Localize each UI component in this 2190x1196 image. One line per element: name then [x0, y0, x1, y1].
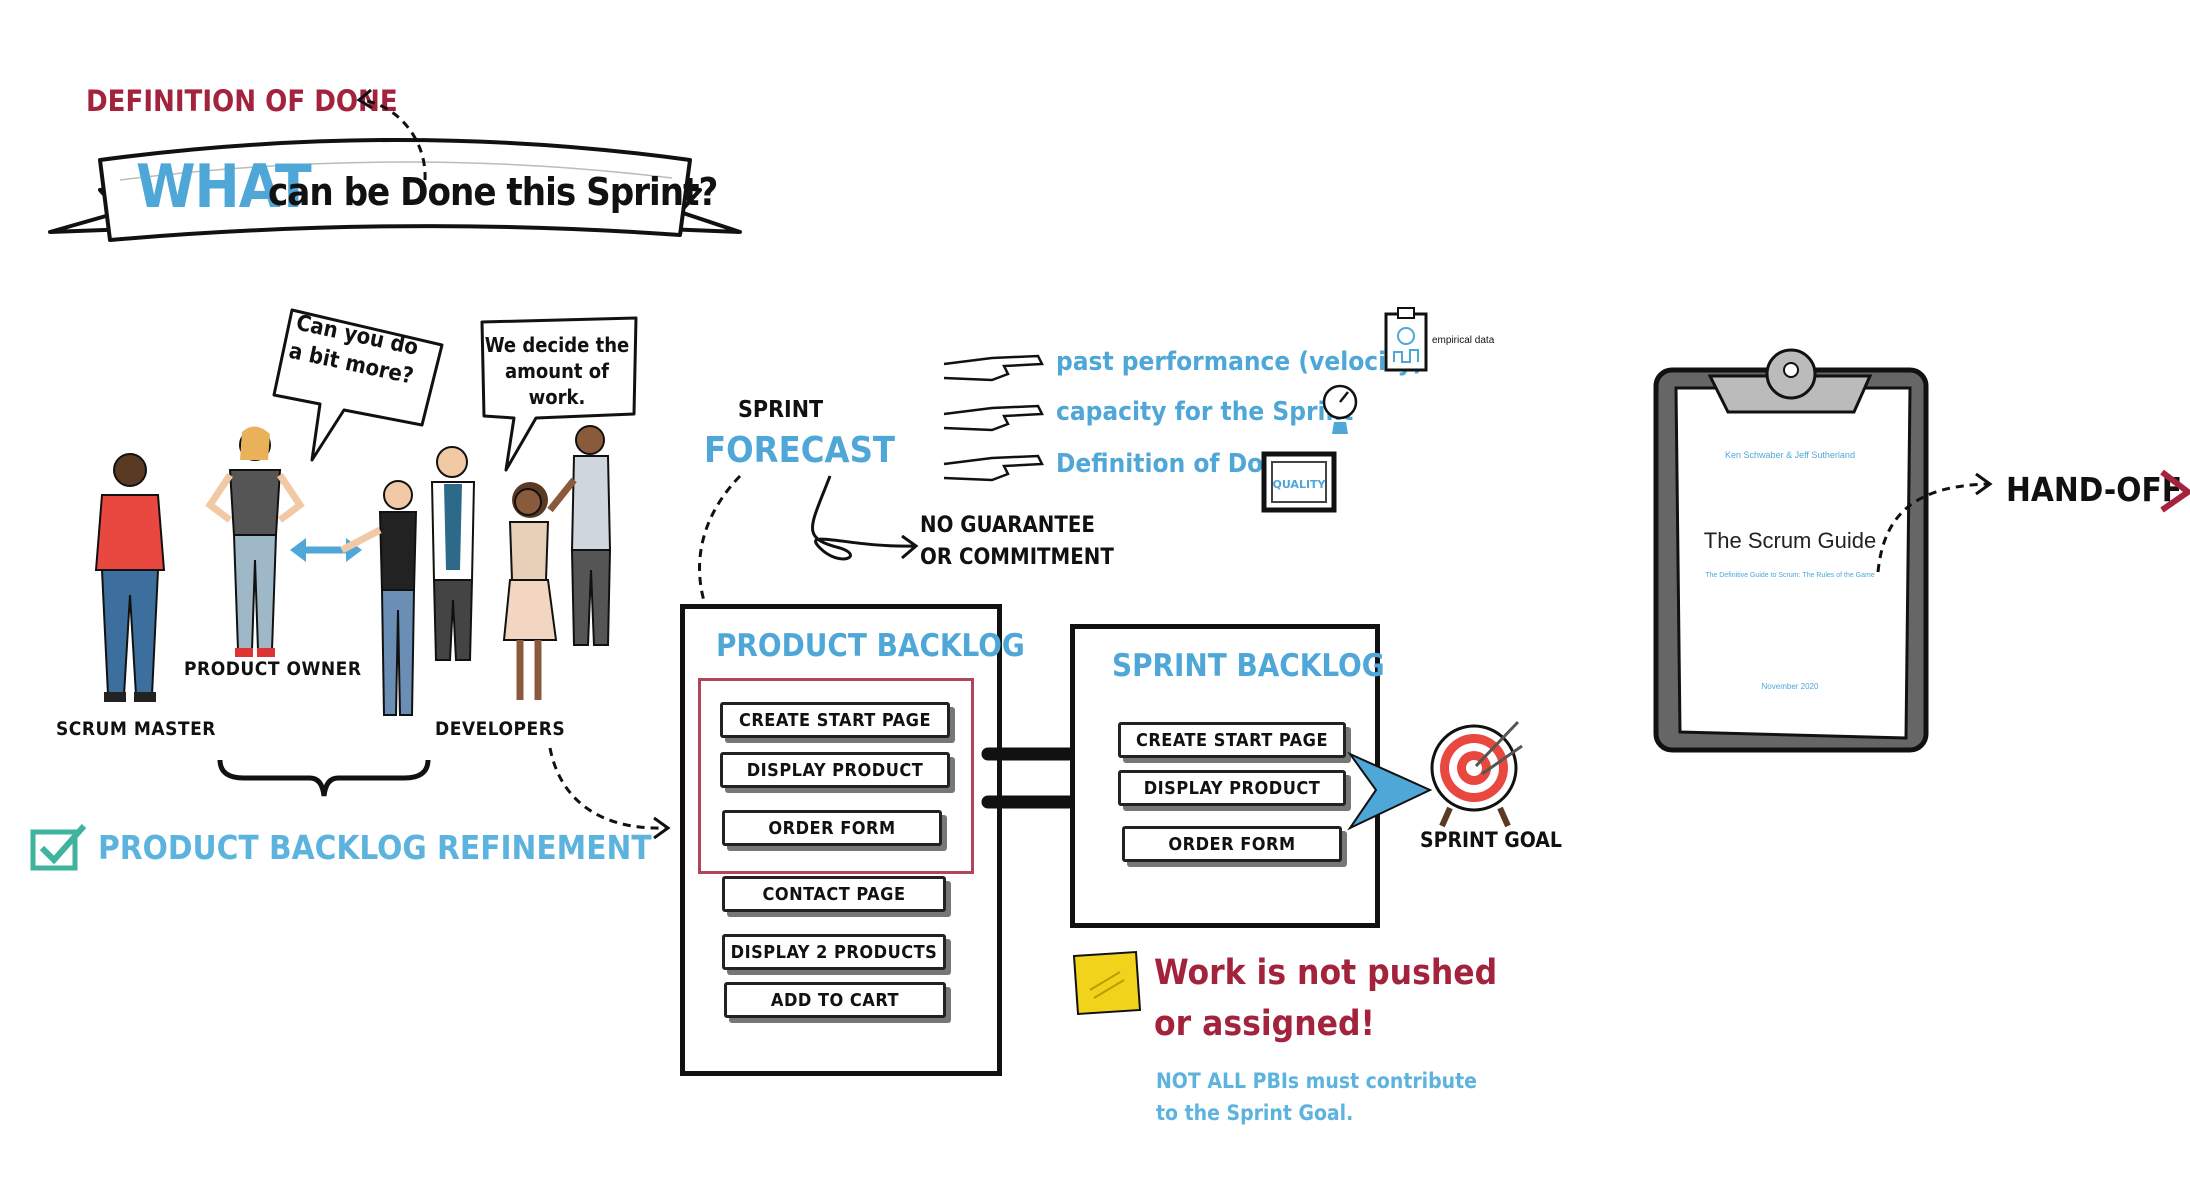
product-owner-label: PRODUCT OWNER: [184, 658, 362, 680]
input-capacity: capacity for the Sprint: [1056, 397, 1354, 427]
input-velocity: past performance (velocity): [1056, 347, 1424, 377]
no-guarantee-line-2: OR COMMITMENT: [920, 544, 1114, 570]
devs-speech-bubble: [480, 316, 638, 472]
scrum-guide-subtitle: The Definitive Guide to Scrum: The Rules…: [1705, 572, 1875, 579]
not-all-line-1: NOT ALL PBIs must contribute: [1156, 1069, 1477, 1093]
scrum-master-label: SCRUM MASTER: [56, 718, 216, 740]
sprint-backlog-title: SPRINT BACKLOG: [1112, 648, 1385, 684]
empirical-data-clipboard-icon: [1384, 307, 1428, 372]
sticky-note-icon: [1072, 950, 1142, 1016]
pbi-display-product[interactable]: DISPLAY PRODUCT: [720, 752, 950, 788]
developers-label: DEVELOPERS: [435, 718, 566, 740]
devs-speech-text: We decide the amount of work.: [484, 333, 630, 409]
no-guarantee-line-1: NO GUARANTEE: [920, 513, 1095, 538]
handoff-cross-icon: [2160, 469, 2190, 513]
target-icon: [1430, 720, 1523, 828]
sprint-label: SPRINT: [738, 397, 824, 423]
handoff-arrow: [1876, 472, 1993, 573]
product-owner-figure: [205, 426, 305, 657]
pbi-add-to-cart[interactable]: ADD TO CART: [724, 982, 946, 1018]
not-all-line-2: to the Sprint Goal.: [1156, 1100, 1354, 1125]
refinement-arrow: [548, 747, 671, 840]
banner-question: can be Done this Sprint?: [268, 170, 718, 214]
po-speech-bubble: [272, 308, 444, 462]
sprint-item-create-start-page[interactable]: CREATE START PAGE: [1118, 722, 1346, 758]
handoff-label: HAND-OFF: [2006, 470, 2183, 509]
banner-what: WHAT: [136, 152, 312, 222]
pbi-create-start-page[interactable]: CREATE START PAGE: [720, 702, 950, 738]
sprint-goal-label: SPRINT GOAL: [1420, 828, 1562, 852]
quality-frame-icon: QUALITY: [1261, 451, 1337, 513]
pbi-display-2-products[interactable]: DISPLAY 2 PRODUCTS: [722, 934, 946, 970]
pbi-order-form[interactable]: ORDER FORM: [722, 810, 942, 846]
scrum-guide-authors: Ken Schwaber & Jeff Sutherland: [1725, 450, 1855, 460]
scrum-guide-clipboard: [1653, 348, 1929, 753]
developer-figure-1: [340, 480, 418, 716]
pointing-hand-icon: [943, 454, 1044, 482]
dod-arrow: [356, 88, 427, 181]
empirical-data-label: empirical data: [1432, 335, 1495, 346]
scrum-team-illustration: [94, 425, 612, 716]
developer-figure-4: [547, 425, 612, 646]
work-not-pushed-note: Work is not pushed or assigned!: [1154, 948, 1497, 1050]
sprint-goal-arrow: [1346, 751, 1433, 831]
sprint-item-order-form[interactable]: ORDER FORM: [1122, 826, 1342, 862]
team-brace: [217, 759, 431, 797]
scrum-guide-title: The Scrum Guide: [1703, 528, 1877, 553]
input-dod: Definition of Done: [1056, 449, 1296, 479]
forecast-label: FORECAST: [704, 430, 895, 471]
work-note-line-1: Work is not pushed: [1154, 953, 1498, 993]
scrum-guide-date: November 2020: [1761, 682, 1819, 691]
gauge-icon: [1322, 384, 1358, 434]
developer-figure-3: [502, 482, 558, 700]
selected-items-frame: [698, 678, 974, 874]
scrum-master-figure: [94, 453, 166, 702]
work-note-line-2: or assigned!: [1154, 1003, 1375, 1044]
product-backlog-refinement-label: PRODUCT BACKLOG REFINEMENT: [98, 828, 652, 867]
not-all-pbis-note: NOT ALL PBIs must contribute to the Spri…: [1156, 1066, 1477, 1129]
pointing-hand-icon: [943, 354, 1044, 382]
checkbox-checked-icon: [30, 824, 87, 871]
definition-of-done-label: DEFINITION OF DONE: [86, 84, 398, 118]
pointing-hands-icons: [943, 354, 1044, 482]
sprint-item-display-product[interactable]: DISPLAY PRODUCT: [1118, 770, 1346, 806]
title-banner: [48, 138, 742, 242]
quality-label: QUALITY: [1272, 478, 1326, 491]
product-backlog-title: PRODUCT BACKLOG: [716, 628, 1025, 664]
pointing-hand-icon: [943, 404, 1044, 432]
developer-figure-2: [430, 446, 476, 661]
pbi-contact-page[interactable]: CONTACT PAGE: [722, 876, 946, 912]
no-guarantee-note: NO GUARANTEE OR COMMITMENT: [920, 510, 1114, 574]
